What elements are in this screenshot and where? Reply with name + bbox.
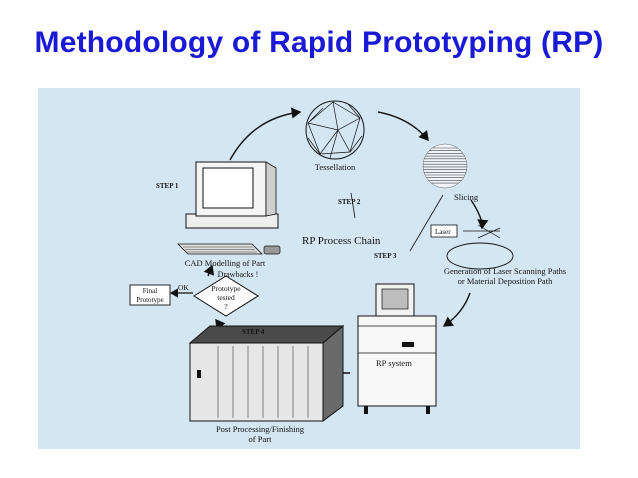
step1-label: STEP 1 bbox=[156, 182, 179, 190]
arrow-step2-link bbox=[350, 192, 356, 219]
generation-label-line2: or Material Deposition Path bbox=[458, 276, 553, 286]
laser-box bbox=[430, 224, 458, 238]
final-label-line2: Prototype bbox=[136, 296, 163, 304]
final-prototype-box bbox=[129, 284, 171, 306]
arrow-tessellation-to-slicing bbox=[377, 111, 429, 142]
slicing-label: Slicing bbox=[454, 192, 479, 202]
post-processing-cabinet-icon bbox=[188, 324, 345, 422]
decision-label-line3: ? bbox=[224, 302, 228, 311]
post-processing-label-line1: Post Processing/Finishing bbox=[216, 424, 305, 434]
step4-label: STEP 4 bbox=[242, 328, 265, 336]
decision-label-line2: tested bbox=[217, 293, 235, 302]
arrow-cad-to-tessellation bbox=[229, 107, 302, 161]
arrow-generation-to-rp-system bbox=[442, 292, 471, 327]
laser-beam bbox=[463, 224, 501, 239]
final-label-line1: Final bbox=[143, 287, 157, 295]
rp-process-diagram: Tessellation STEP 2 Slicing Laser STEP 3… bbox=[129, 100, 566, 444]
sliced-part-icon bbox=[422, 143, 468, 189]
diagram-panel: Tessellation STEP 2 Slicing Laser STEP 3… bbox=[38, 88, 580, 449]
rp-process-chain-label: RP Process Chain bbox=[302, 235, 381, 247]
step3-label: STEP 3 bbox=[374, 252, 397, 260]
decision-label-line1: Prototype bbox=[211, 284, 241, 293]
tessellated-sphere-icon bbox=[305, 100, 365, 160]
scan-platform bbox=[446, 242, 514, 270]
rp-system-label: RP system bbox=[376, 358, 412, 368]
arrow-slicing-to-generation bbox=[470, 199, 489, 230]
tessellation-label: Tessellation bbox=[315, 162, 356, 172]
arrow-decision-to-cad bbox=[203, 264, 215, 277]
step2-label: STEP 2 bbox=[338, 198, 361, 206]
page-title: Methodology of Rapid Prototyping (RP) bbox=[34, 26, 604, 59]
cad-label: CAD Modelling of Part bbox=[185, 258, 266, 268]
ok-label: OK bbox=[178, 283, 189, 292]
drawbacks-label: Drawbacks ! bbox=[218, 270, 259, 279]
generation-label-line1: Generation of Laser Scanning Paths bbox=[444, 266, 566, 276]
post-processing-label-line2: of Part bbox=[249, 434, 273, 444]
laser-label: Laser bbox=[435, 228, 451, 236]
arrow-step3-link bbox=[409, 194, 444, 252]
rp-system-machine-icon bbox=[357, 283, 437, 414]
decision-diamond bbox=[193, 275, 259, 317]
computer-workstation-icon bbox=[177, 161, 281, 255]
